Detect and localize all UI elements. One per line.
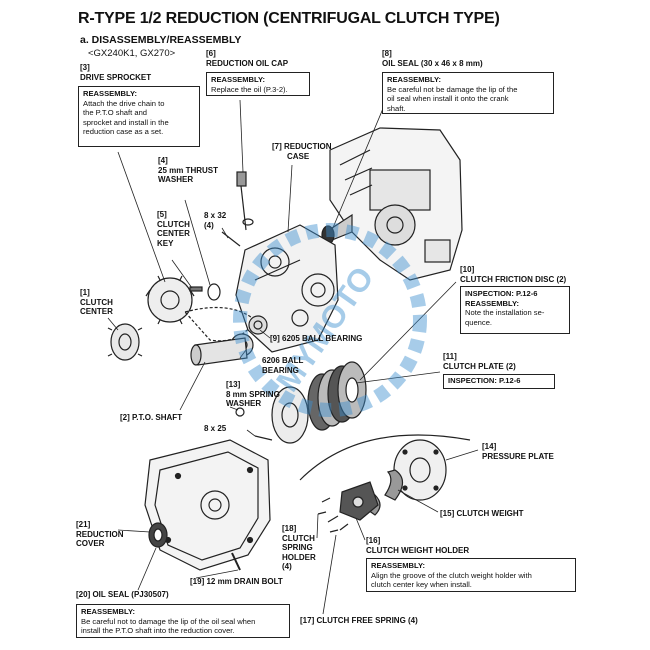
oil-cap	[236, 171, 254, 231]
label-drive-sprocket: [3] DRIVE SPROCKET	[80, 63, 152, 82]
clutch-drum	[271, 386, 309, 444]
pressure-plate	[393, 439, 447, 501]
drive-sprocket	[145, 275, 195, 325]
label-thrust-washer: [4] 25 mm THRUST WASHER	[158, 156, 219, 184]
note-drive-sprocket: REASSEMBLY: Attach the drive chain to th…	[78, 86, 200, 147]
label-clutch-free-spring: [17] CLUTCH FREE SPRING (4)	[300, 616, 418, 625]
label-spring-washer: [13] 8 mm SPRING WASHER	[226, 380, 280, 408]
label-clutch-plate: [11] CLUTCH PLATE (2)	[443, 352, 516, 371]
label-drain-bolt: [19] 12 mm DRAIN BOLT	[190, 577, 283, 586]
thrust-washer	[207, 283, 221, 301]
clutch-free-spring	[321, 497, 349, 531]
engine-block	[329, 127, 463, 281]
bolt-8x32	[221, 231, 241, 247]
label-pto-shaft: [2] P.T.O. SHAFT	[120, 413, 183, 422]
drain-bolt	[231, 552, 241, 571]
clutch-center-key	[189, 286, 203, 292]
spring-washer	[235, 407, 245, 417]
note-clutch-friction-disc: INSPECTION: P.12-6 REASSEMBLY: Note the …	[460, 286, 570, 334]
label-clutch-weight: [15] CLUTCH WEIGHT	[440, 509, 524, 518]
note-clutch-plate: INSPECTION: P.12-6	[443, 374, 555, 389]
label-clutch-spring-holder: [18] CLUTCH SPRING HOLDER (4)	[282, 524, 316, 571]
note-reduction-oil-cap: REASSEMBLY: Replace the oil (P.3-2).	[206, 72, 310, 96]
pto-shaft	[190, 337, 248, 366]
clutch-weight-holder	[339, 481, 379, 521]
label-bolt-8x25: 8 x 25	[204, 424, 227, 433]
clutch-center	[107, 323, 143, 361]
label-reduction-cover: [21] REDUCTION COVER	[76, 520, 124, 548]
reduction-cover	[144, 439, 271, 571]
clutch-spring-holder	[317, 511, 339, 533]
section-heading: a. DISASSEMBLY/REASSEMBLY	[80, 34, 242, 46]
label-ball-bearing-6205: [9] 6205 BALL BEARING	[270, 334, 363, 343]
label-pressure-plate: [14] PRESSURE PLATE	[482, 442, 554, 461]
label-bolt-8x32: 8 x 32 (4)	[204, 211, 227, 230]
label-reduction-case: [7] REDUCTION CASE	[272, 142, 332, 161]
label-reduction-oil-cap: [6] REDUCTION OIL CAP	[206, 49, 289, 68]
label-clutch-center-key: [5] CLUTCH CENTER KEY	[157, 210, 190, 248]
label-clutch-friction-disc: [10] CLUTCH FRICTION DISC (2)	[460, 265, 567, 284]
label-clutch-weight-holder: [16] CLUTCH WEIGHT HOLDER	[366, 536, 470, 555]
label-oil-seal-20: [20] OIL SEAL (PJ30507)	[76, 590, 169, 599]
note-oil-seal-20: REASSEMBLY: Be careful not to damage the…	[76, 604, 290, 638]
clutch-weight	[384, 469, 404, 501]
label-clutch-center: [1] CLUTCH CENTER	[80, 288, 113, 316]
model-list: <GX240K1, GX270>	[88, 48, 176, 59]
page-title: R-TYPE 1/2 REDUCTION (CENTRIFUGAL CLUTCH…	[78, 10, 500, 27]
note-clutch-weight-holder: REASSEMBLY: Align the groove of the clut…	[366, 558, 576, 592]
label-oil-seal-8: [8] OIL SEAL (30 x 46 x 8 mm)	[382, 49, 483, 68]
clutch-disc-pack	[307, 361, 367, 431]
drive-chain	[183, 306, 256, 342]
label-ball-bearing-6206: 6206 BALL BEARING	[262, 356, 304, 375]
ball-bearing-6205	[248, 315, 268, 335]
bolt-8x25	[254, 435, 273, 441]
separation-line	[299, 434, 471, 481]
note-oil-seal-8: REASSEMBLY: Be careful not be damage the…	[382, 72, 554, 114]
